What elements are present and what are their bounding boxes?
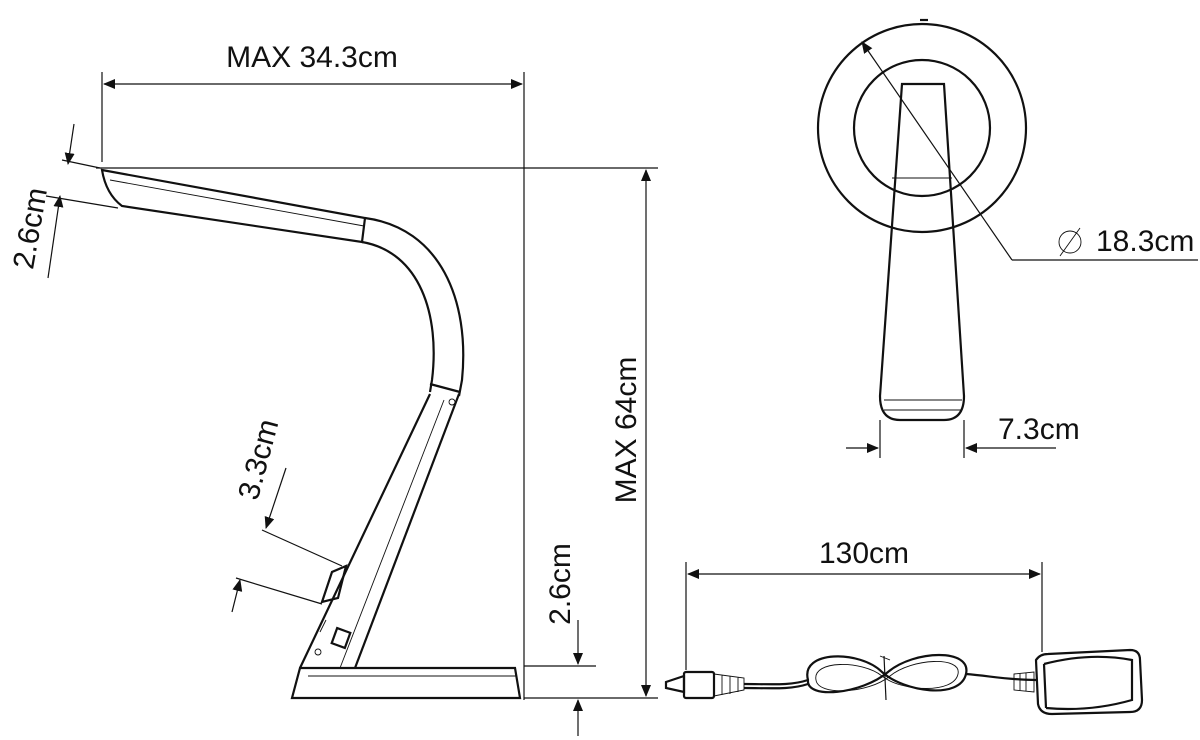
base-thickness-dimension: 2.6cm bbox=[524, 543, 596, 736]
cable-assembly bbox=[664, 648, 1144, 716]
max-height-label: MAX 64cm bbox=[610, 357, 643, 504]
base-outer-circle bbox=[816, 22, 1028, 234]
cable-length-label: 130cm bbox=[819, 537, 909, 570]
width-dimension: MAX 34.3cm bbox=[101, 41, 525, 700]
lamp-head bbox=[100, 168, 367, 244]
usb-port bbox=[330, 626, 352, 650]
lamp-front-view bbox=[816, 18, 1028, 422]
switch-size-label: 3.3cm bbox=[232, 416, 285, 503]
neck-width-dimension: 7.3cm bbox=[846, 413, 1080, 458]
lamp-arm-outer bbox=[364, 216, 465, 397]
lamp-stem-inner bbox=[299, 393, 431, 669]
lamp-stem-outer bbox=[353, 393, 461, 669]
head-thickness-dimension: 2.6cm bbox=[7, 123, 119, 279]
lamp-base bbox=[290, 666, 522, 700]
diameter-dimension: 18.3cm bbox=[861, 41, 1198, 261]
dc-plug bbox=[682, 670, 716, 700]
front-neck bbox=[878, 82, 966, 422]
power-adapter bbox=[1034, 648, 1144, 716]
cable-coil bbox=[806, 654, 968, 694]
height-dimension: MAX 64cm bbox=[96, 167, 658, 699]
base-thickness-label: 2.6cm bbox=[544, 543, 577, 625]
switch-dimension: 3.3cm bbox=[231, 416, 343, 613]
cable-length-dimension: 130cm bbox=[685, 537, 1043, 670]
head-thickness-label: 2.6cm bbox=[7, 185, 54, 271]
lamp-side-view bbox=[100, 168, 522, 700]
dc-plug-tip bbox=[664, 674, 686, 694]
lamp-arm-inner bbox=[361, 240, 435, 393]
neck-width-label: 7.3cm bbox=[998, 413, 1080, 446]
diameter-symbol-icon bbox=[1058, 230, 1082, 254]
switch bbox=[320, 564, 348, 604]
base-inner-circle bbox=[852, 58, 992, 198]
max-width-label: MAX 34.3cm bbox=[226, 41, 398, 74]
diameter-label: 18.3cm bbox=[1096, 225, 1194, 258]
